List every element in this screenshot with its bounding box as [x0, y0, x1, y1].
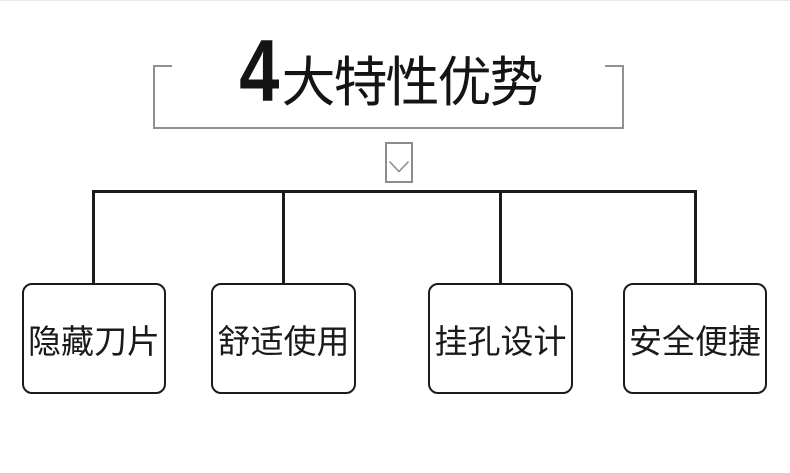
bracket-tick-left — [153, 65, 172, 67]
feature-box-hidden-blade: 隐藏刀片 — [22, 283, 166, 394]
feature-label: 挂孔设计 — [434, 322, 567, 360]
title-number: 4 — [238, 21, 279, 120]
feature-box-comfortable-use: 舒适使用 — [211, 283, 356, 394]
chevron-down-box — [385, 142, 413, 183]
feature-label: 安全便捷 — [629, 322, 761, 360]
feature-label: 舒适使用 — [217, 322, 350, 360]
connector-horizontal-line — [92, 190, 697, 193]
title-bracket-frame — [153, 65, 624, 129]
feature-label: 隐藏刀片 — [28, 322, 160, 360]
title-text: 大特性优势 — [281, 53, 543, 113]
bracket-tick-right — [605, 65, 624, 67]
connector-vertical-line-1 — [92, 190, 95, 284]
feature-box-safe-convenient: 安全便捷 — [623, 283, 767, 394]
page-title: 4大特性优势 — [0, 27, 776, 115]
connector-vertical-line-4 — [694, 190, 697, 284]
chevron-down-icon — [388, 160, 410, 173]
connector-vertical-line-2 — [282, 190, 285, 284]
top-edge-divider — [0, 0, 790, 1]
connector-vertical-line-3 — [499, 190, 502, 284]
feature-box-hanging-hole-design: 挂孔设计 — [428, 283, 573, 394]
